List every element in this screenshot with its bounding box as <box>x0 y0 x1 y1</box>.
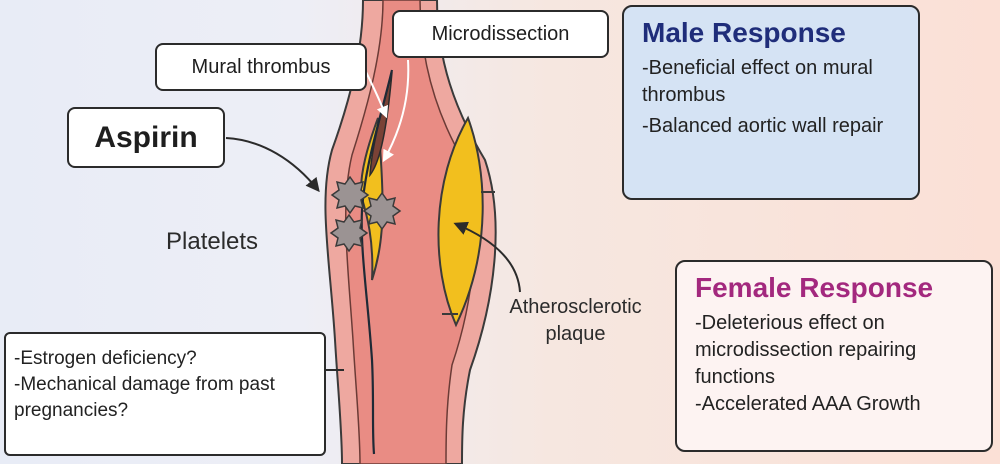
hypotheses-box: -Estrogen deficiency? -Mechanical damage… <box>4 332 326 456</box>
female-response-box: Female Response -Deleterious effect on m… <box>675 260 993 452</box>
microdissection-label: Microdissection <box>392 10 609 58</box>
platelets-label: Platelets <box>166 228 259 255</box>
male-response-item: -Beneficial effect on mural thrombus <box>642 57 873 106</box>
platelet <box>330 175 370 215</box>
female-response-item: -Deleterious effect on microdissection r… <box>695 312 917 388</box>
platelet-cluster <box>329 175 402 253</box>
plaque-label-line: plaque <box>545 323 606 345</box>
female-response-title: Female Response <box>695 272 934 303</box>
atherosclerotic-plaque <box>437 115 484 328</box>
platelet <box>329 213 369 253</box>
mural-thrombus-label: Mural thrombus <box>155 43 367 91</box>
intimal-flap <box>360 69 394 455</box>
plaque-arrow <box>453 221 521 293</box>
female-response-item: -Accelerated AAA Growth <box>695 393 921 415</box>
plaque-label-line: Atherosclerotic <box>509 296 642 318</box>
aspirin-label: Aspirin <box>67 107 225 168</box>
male-response-box: Male Response -Beneficial effect on mura… <box>622 5 920 200</box>
mural-thrombus-arrow <box>365 71 389 119</box>
platelet <box>362 191 402 231</box>
microdissection-arrow <box>382 59 410 163</box>
hypothesis-item: -Estrogen deficiency? <box>14 348 197 369</box>
aspirin-arrow <box>225 137 320 193</box>
male-response-title: Male Response <box>642 17 846 48</box>
hypothesis-item: -Mechanical damage from past pregnancies… <box>14 374 275 421</box>
plaque-label: Atherosclerotic plaque <box>488 294 663 348</box>
male-response-item: -Balanced aortic wall repair <box>642 115 884 137</box>
